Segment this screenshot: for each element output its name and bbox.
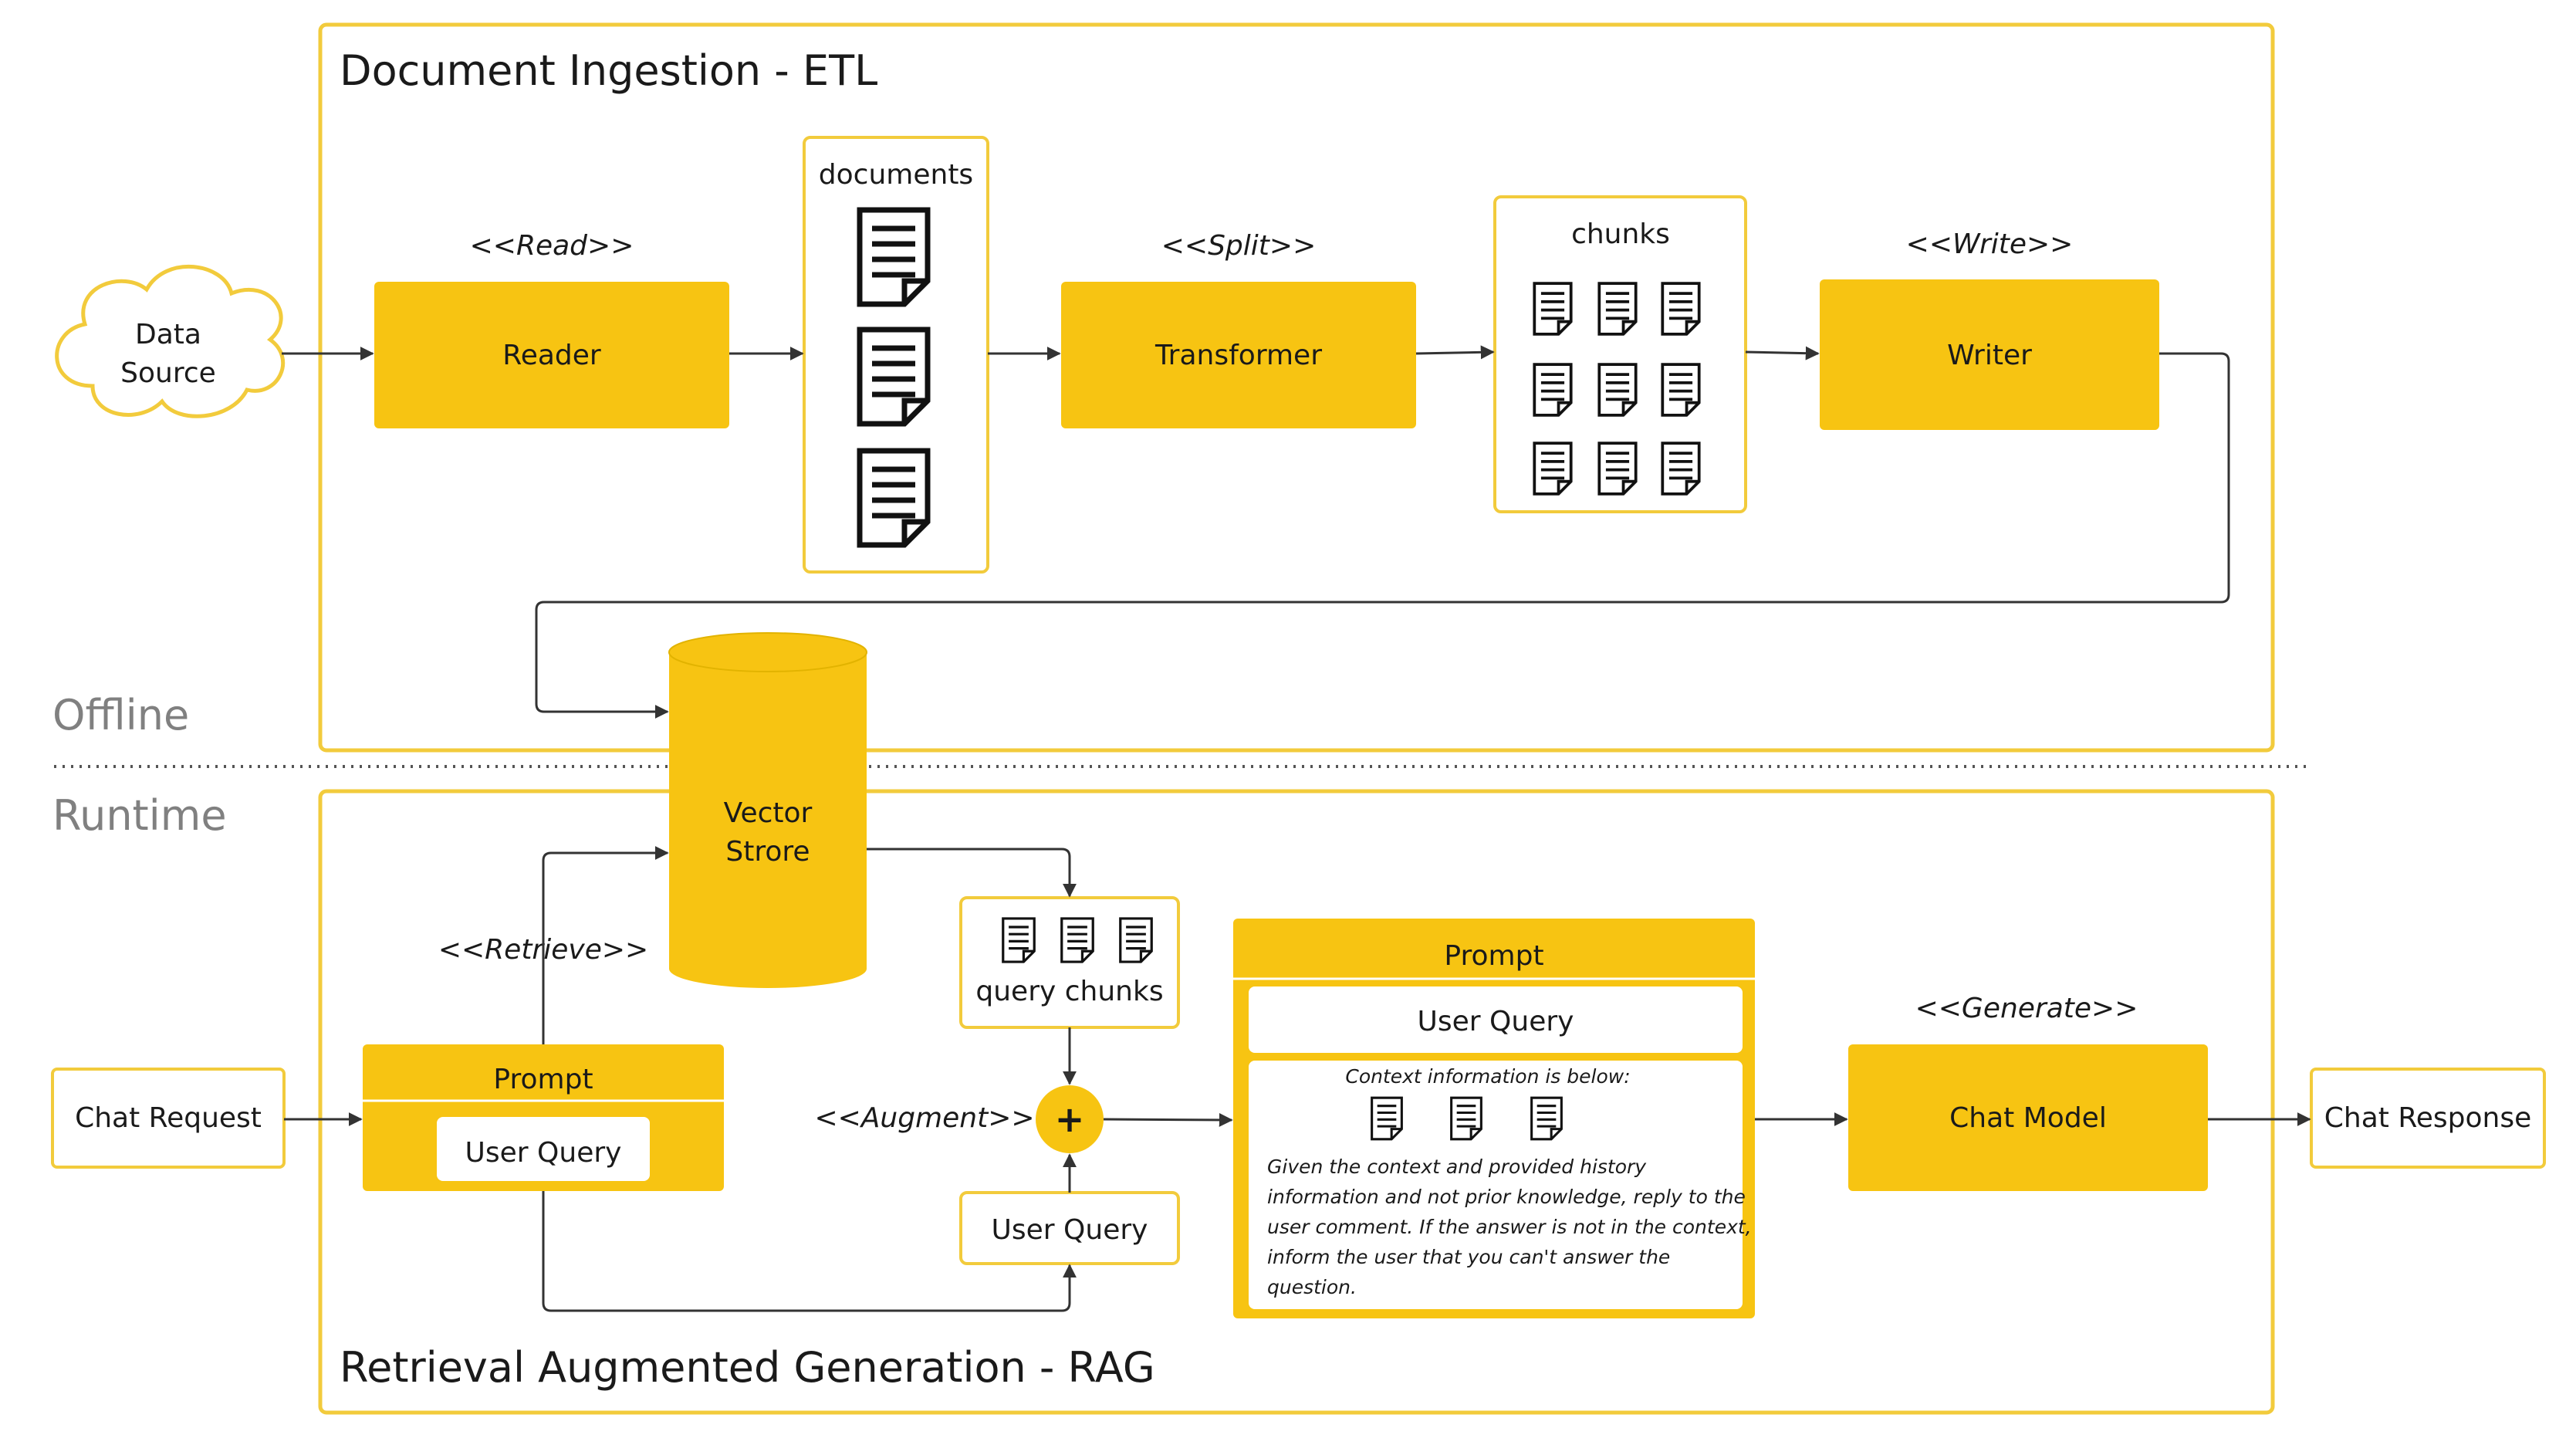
etl-section-title: Document Ingestion - ETL (340, 46, 877, 95)
reader-label: Reader (502, 340, 601, 371)
etl-section-frame (318, 22, 2275, 753)
chunk-icon (1661, 442, 1701, 496)
chat-response-box (2310, 1068, 2546, 1169)
instruction-line: inform the user that you can't answer th… (1267, 1246, 1670, 1268)
read-stereotype: <<Read>> (470, 230, 634, 262)
vector-store-cylinder: Vector Strore (668, 632, 867, 988)
chunk-icon (1533, 363, 1573, 417)
data-source-cloud: Data Source (55, 264, 286, 418)
instruction-line: Given the context and provided history (1267, 1156, 1647, 1178)
chat-model-label: Chat Model (1949, 1102, 2107, 1134)
augmented-user-query-box (1249, 986, 1743, 1053)
chunks-group (1493, 195, 1747, 513)
augment-stereotype: <<Augment>> (814, 1102, 1034, 1134)
chunk-icon (1597, 363, 1638, 417)
generate-stereotype: <<Generate>> (1915, 993, 2138, 1024)
chat-request-label: Chat Request (75, 1102, 262, 1134)
vector-store-label-line2: Strore (725, 836, 810, 868)
context-header: Context information is below: (1345, 1065, 1630, 1088)
chat-model-box (1848, 1044, 2208, 1191)
document-icon (860, 210, 928, 304)
instruction-line: question. (1267, 1276, 1357, 1298)
augmented-user-query-label: User Query (1418, 1006, 1574, 1037)
etl-connectors (282, 345, 2230, 719)
documents-label: documents (819, 159, 973, 191)
writer-label: Writer (1947, 340, 2032, 371)
chunk-icon (1661, 282, 1701, 336)
instruction-line: information and not prior knowledge, rep… (1267, 1186, 1746, 1208)
context-doc-icon (1530, 1096, 1563, 1141)
rag-section-frame (318, 789, 2275, 1415)
write-stereotype: <<Write>> (1906, 228, 2074, 260)
query-chunk-icon (1119, 917, 1153, 963)
chunk-icon (1533, 282, 1573, 336)
instruction-line: user comment. If the answer is not in th… (1267, 1216, 1752, 1238)
query-chunk-icon (1002, 917, 1036, 963)
data-source-label-line2: Source (120, 357, 216, 389)
context-panel (1249, 1061, 1743, 1309)
context-doc-icon (1450, 1096, 1482, 1141)
user-query-inner-box (437, 1117, 650, 1181)
chat-response-label: Chat Response (2324, 1102, 2531, 1134)
chunk-icon (1597, 442, 1638, 496)
chunks-label: chunks (1571, 218, 1670, 250)
query-chunks-label: query chunks (975, 976, 1163, 1007)
document-icon (860, 330, 928, 424)
transformer-label: Transformer (1154, 340, 1322, 371)
chunk-icon (1661, 363, 1701, 417)
document-icon (860, 451, 928, 545)
writer-box (1820, 279, 2159, 430)
user-query-box-label: User Query (992, 1214, 1148, 1246)
vector-store-label-line1: Vector (724, 797, 813, 829)
rag-connectors (284, 846, 2311, 1312)
augmented-prompt-title: Prompt (1444, 940, 1543, 972)
augment-plus-symbol: + (1055, 1098, 1085, 1140)
rag-section-title: Retrieval Augmented Generation - RAG (340, 1343, 1155, 1392)
transformer-box (1061, 282, 1416, 428)
user-query-inner-label: User Query (465, 1137, 622, 1169)
chunk-icon (1597, 282, 1638, 336)
augment-plus-node (1036, 1085, 1104, 1153)
runtime-label: Runtime (52, 791, 227, 840)
query-chunk-icon (1060, 917, 1094, 963)
context-doc-icon (1371, 1096, 1403, 1141)
chunk-icon (1533, 442, 1573, 496)
reader-box (374, 282, 729, 428)
offline-label: Offline (52, 691, 189, 739)
data-source-label-line1: Data (135, 319, 201, 350)
split-stereotype: <<Split>> (1161, 230, 1316, 262)
prompt-title: Prompt (493, 1064, 593, 1095)
